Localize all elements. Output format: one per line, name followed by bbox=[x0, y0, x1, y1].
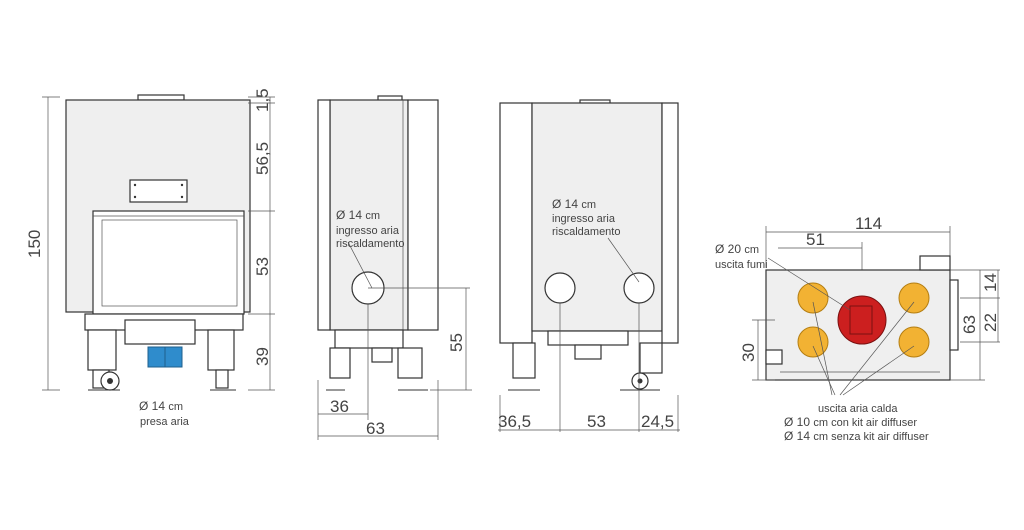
smoke-diameter: Ø 20 bbox=[715, 242, 741, 256]
side-right-dim-24-5: 24,5 bbox=[641, 412, 674, 431]
side-left-offset-dim: 36 bbox=[330, 397, 349, 416]
side-right-inlet-2 bbox=[623, 272, 655, 304]
hot-air-outlet-1 bbox=[797, 282, 829, 314]
top-width-dim: 114 bbox=[855, 214, 882, 233]
kit-line-2-text: cm senza kit air diffuser bbox=[813, 431, 929, 443]
front-dim-56-5: 56,5 bbox=[253, 142, 272, 175]
front-dim-39: 39 bbox=[253, 347, 272, 366]
kit-line-1-text: cm con kit air diffuser bbox=[813, 417, 917, 429]
front-inlet-diameter: Ø 14 bbox=[139, 399, 165, 413]
grille bbox=[129, 179, 188, 203]
front-dim-1-5: 1,5 bbox=[253, 88, 272, 112]
kit-line-2-diameter: Ø 14 bbox=[784, 429, 810, 443]
side-right-inlet-label-2: riscaldamento bbox=[552, 226, 620, 238]
side-right-dim-36-5: 36,5 bbox=[498, 412, 531, 431]
side-left-inlet-unit: cm bbox=[365, 210, 380, 222]
side-view-right: 36,5 53 24,5 Ø 14 cm ingresso aria risca… bbox=[498, 99, 680, 432]
side-right-inlet-label-1: ingresso aria bbox=[552, 213, 616, 225]
svg-text:Ø 14 cm: Ø 14 cm bbox=[552, 197, 596, 211]
top-view: 114 51 14 22 63 bbox=[715, 214, 1000, 443]
side-left-inlet-diameter: Ø 14 bbox=[336, 208, 362, 222]
front-view: 150 1,5 56,5 53 bbox=[25, 88, 275, 428]
side-right-dim-53: 53 bbox=[587, 412, 606, 431]
side-left-height-dim: 55 bbox=[447, 333, 466, 352]
svg-text:Ø 14 cm: Ø 14 cm bbox=[139, 399, 183, 413]
front-inlet-unit: cm bbox=[168, 401, 183, 413]
front-total-height-dim: 150 bbox=[25, 230, 44, 258]
kit-line-1-diameter: Ø 10 bbox=[784, 415, 810, 429]
side-right-inlet-1 bbox=[544, 272, 576, 304]
front-inlet-label: presa aria bbox=[140, 416, 190, 428]
hot-air-outlet-3 bbox=[797, 326, 829, 358]
top-dim-63: 63 bbox=[960, 315, 979, 334]
side-right-inlet-diameter: Ø 14 bbox=[552, 197, 578, 211]
hot-air-outlet-2 bbox=[898, 282, 930, 314]
side-view-left: 55 36 63 Ø 14 cm ingresso aria riscaldam… bbox=[317, 95, 472, 440]
firebox-door bbox=[92, 210, 245, 315]
side-left-inlet-label-1: ingresso aria bbox=[336, 225, 400, 237]
side-left-depth-dim: 63 bbox=[366, 419, 385, 438]
smoke-unit: cm bbox=[744, 244, 759, 256]
top-dim-14: 14 bbox=[981, 273, 1000, 292]
svg-text:Ø 14 cm: Ø 14 cm bbox=[336, 208, 380, 222]
top-smoke-offset-dim: 51 bbox=[806, 230, 825, 249]
smoke-label: uscita fumi bbox=[715, 259, 768, 271]
svg-text:Ø 10 cm con kit air diff: Ø 10 cm con kit air diffuser bbox=[784, 415, 917, 429]
hot-air-label: uscita aria calda bbox=[818, 403, 898, 415]
side-left-inlet-label-2: riscaldamento bbox=[336, 238, 404, 250]
side-right-inlet-unit: cm bbox=[581, 199, 596, 211]
top-dim-22: 22 bbox=[981, 313, 1000, 332]
smoke-outlet bbox=[837, 295, 887, 345]
svg-text:Ø 20 cm: Ø 20 cm bbox=[715, 242, 759, 256]
hot-air-outlet-4 bbox=[898, 326, 930, 358]
svg-text:Ø 14 cm senza kit air di: Ø 14 cm senza kit air diffuser bbox=[784, 429, 929, 443]
top-dim-30: 30 bbox=[739, 343, 758, 362]
front-dim-53: 53 bbox=[253, 257, 272, 276]
